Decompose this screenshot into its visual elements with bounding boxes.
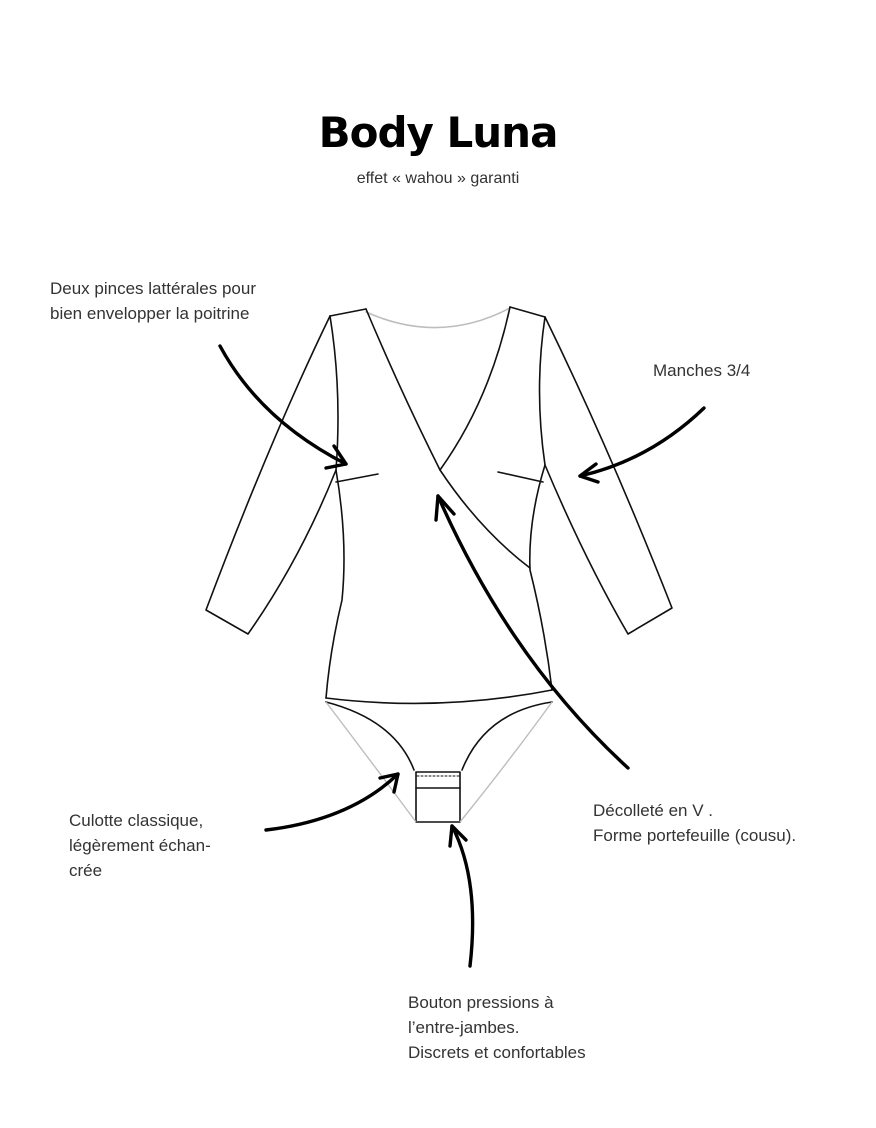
annotation-decollete: Décolleté en V . Forme portefeuille (cou… bbox=[593, 801, 797, 845]
page-title: Body Luna bbox=[318, 108, 559, 157]
right-shoulder bbox=[509, 306, 546, 318]
annotation-culotte: Culotte classique, légèrement échan- cré… bbox=[69, 811, 211, 880]
annotation-pinces: Deux pinces lattérales pour bien envelop… bbox=[50, 279, 257, 323]
left-leg-opening bbox=[325, 701, 415, 771]
crotch-panel bbox=[415, 771, 461, 823]
right-leg-opening bbox=[461, 701, 553, 771]
right-body-side bbox=[528, 316, 553, 691]
right-dart bbox=[497, 471, 544, 483]
arrow-culotte bbox=[264, 772, 400, 832]
arrow-decollete bbox=[436, 494, 630, 770]
right-sleeve bbox=[544, 316, 673, 635]
left-grey-seam bbox=[325, 701, 417, 823]
arrow-manches bbox=[578, 406, 706, 478]
left-sleeve bbox=[205, 315, 337, 635]
hem-line bbox=[325, 689, 553, 705]
left-shoulder bbox=[329, 308, 367, 317]
left-wrap-front bbox=[365, 308, 531, 569]
left-body-side bbox=[325, 315, 345, 699]
arrow-pinces bbox=[218, 344, 348, 466]
right-grey-seam bbox=[459, 701, 553, 823]
annotation-manches: Manches 3/4 bbox=[653, 361, 751, 380]
right-wrap-front bbox=[439, 306, 511, 471]
arrow-bouton bbox=[450, 824, 475, 968]
back-neckline bbox=[365, 307, 511, 329]
annotation-bouton: Bouton pressions à l’entre-jambes. Discr… bbox=[408, 993, 586, 1062]
subtitle: effet « wahou » garanti bbox=[356, 170, 520, 187]
left-dart bbox=[335, 473, 379, 483]
